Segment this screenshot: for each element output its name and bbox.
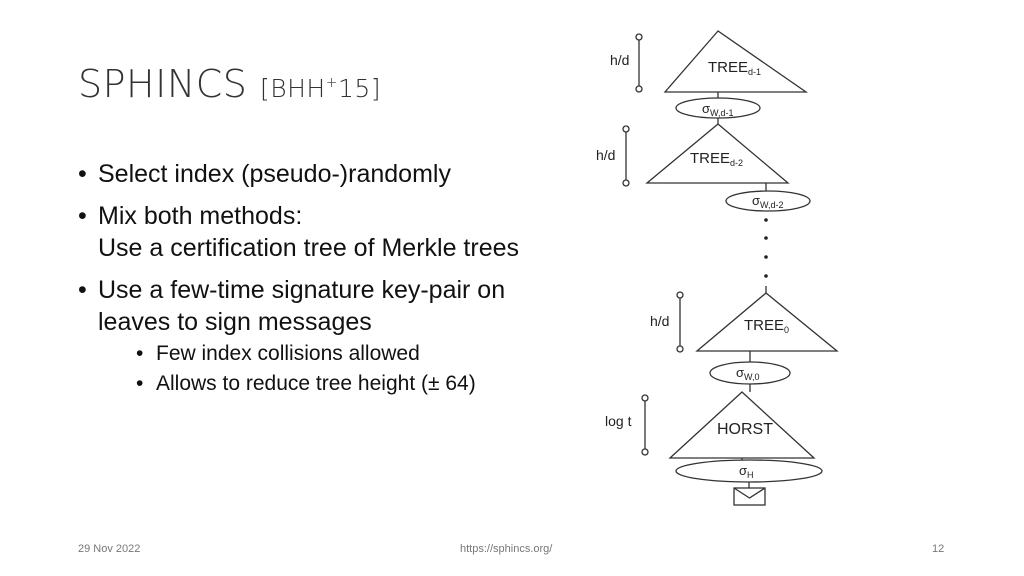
height-bracket-2 <box>622 125 630 187</box>
bullet-list: Select index (pseudo-)randomly Mix both … <box>78 158 578 408</box>
sigma-w-d-1: σW,d-1 <box>675 97 761 119</box>
title-text: SPHINCS <box>78 62 248 106</box>
bullet-line: Use a certification tree of Merkle trees <box>98 234 519 262</box>
bullet-item: Mix both methods: Use a certification tr… <box>78 200 578 264</box>
svg-text:TREEd-2: TREEd-2 <box>690 150 743 168</box>
svg-text:HORST: HORST <box>717 421 773 438</box>
tree-d-1: TREEd-1 <box>663 30 809 93</box>
bullet-line: leaves to sign messages <box>98 308 372 336</box>
height-bracket-1 <box>635 33 643 93</box>
slide-title: SPHINCS [BHH+15] <box>78 62 381 106</box>
svg-text:TREEd-1: TREEd-1 <box>708 59 761 77</box>
svg-text:TREE0: TREE0 <box>744 317 789 335</box>
sub-bullet-line: Few index collisions allowed <box>156 342 420 365</box>
sub-bullet-item: Allows to reduce tree height (± 64) <box>98 370 578 398</box>
tree-d-2: TREEd-2 <box>645 123 790 184</box>
ellipsis-dots <box>764 218 768 278</box>
svg-text:σH: σH <box>739 463 754 480</box>
svg-text:σW,d-2: σW,d-2 <box>752 193 784 210</box>
svg-text:σW,d-1: σW,d-1 <box>702 101 734 118</box>
height-label: h/d <box>596 147 615 163</box>
svg-text:σW,0: σW,0 <box>736 365 760 382</box>
footer-url: https://sphincs.org/ <box>460 543 553 555</box>
horst-height-label: log t <box>605 413 632 429</box>
bullet-item: Use a few-time signature key-pair on lea… <box>78 274 578 398</box>
sigma-h: σH <box>675 459 823 483</box>
bullet-item: Select index (pseudo-)randomly <box>78 158 578 190</box>
title-citation: [BHH+15] <box>260 74 382 103</box>
sigma-w-0: σW,0 <box>709 361 791 385</box>
horst-tree: HORST <box>668 391 816 459</box>
page-number: 12 <box>932 543 945 555</box>
footer-date: 29 Nov 2022 <box>78 543 141 555</box>
bullet-line: Mix both methods: <box>98 202 303 230</box>
bullet-line: Select index (pseudo-)randomly <box>98 160 451 188</box>
sub-bullet-line: Allows to reduce tree height (± 64) <box>156 372 476 395</box>
bullet-line: Use a few-time signature key-pair on <box>98 276 506 304</box>
sub-bullet-item: Few index collisions allowed <box>98 340 578 368</box>
tree-0: TREE0 <box>695 292 839 352</box>
envelope-icon <box>733 487 766 506</box>
height-bracket-horst <box>641 394 649 456</box>
sigma-w-d-2: σW,d-2 <box>725 190 811 212</box>
height-label: h/d <box>610 52 629 68</box>
height-label: h/d <box>650 313 669 329</box>
height-bracket-3 <box>676 291 684 353</box>
